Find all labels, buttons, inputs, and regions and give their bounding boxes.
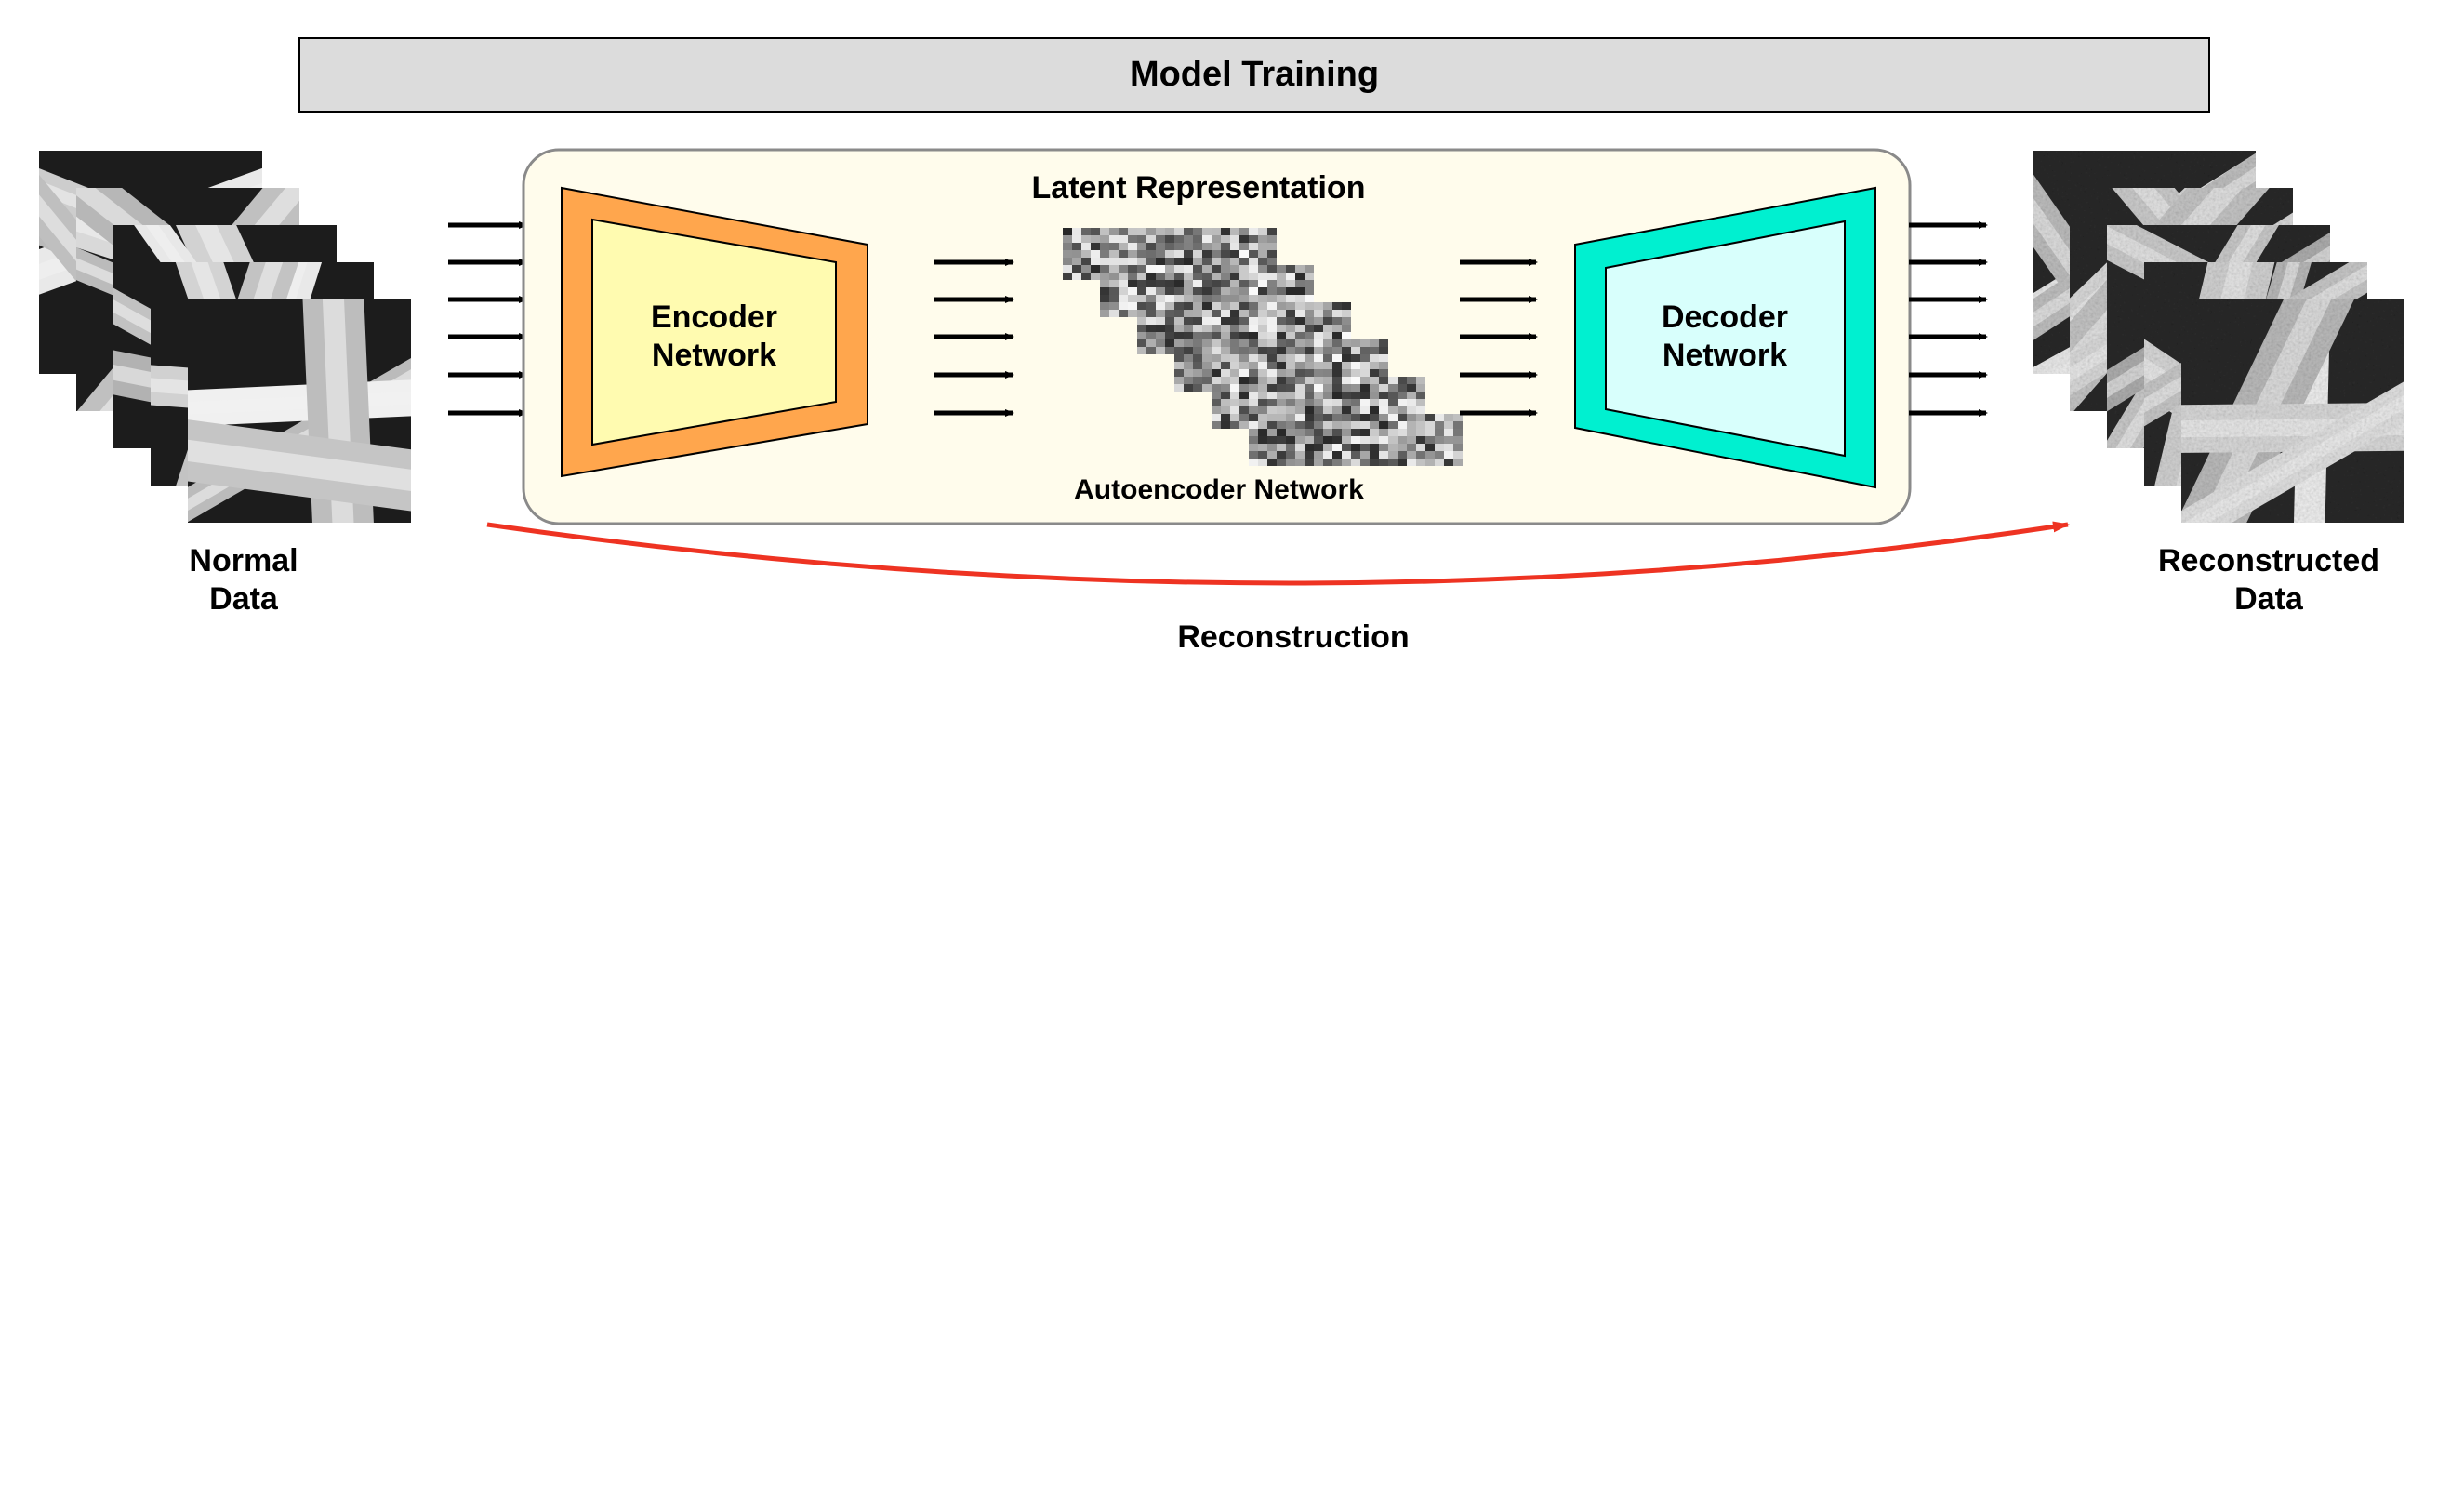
image-tile bbox=[2181, 299, 2404, 523]
normal-data-label-line2: Data bbox=[209, 581, 279, 617]
input-arrows bbox=[448, 221, 528, 417]
output-arrows bbox=[1909, 221, 1988, 417]
image-tile bbox=[188, 299, 411, 523]
decoder-network: Decoder Network bbox=[1574, 186, 1876, 489]
latent-representation-label: Latent Representation bbox=[1032, 170, 1366, 206]
header-title: Model Training bbox=[1130, 55, 1379, 94]
normal-data-stack bbox=[39, 151, 411, 523]
reconstruction-label: Reconstruction bbox=[1177, 619, 1409, 655]
latent-code-strip bbox=[1100, 265, 1314, 317]
normal-data-label-line1: Normal bbox=[189, 543, 298, 579]
encoder-label-line1: Encoder bbox=[651, 299, 777, 335]
latent-code-stack bbox=[1063, 228, 1463, 466]
encoder-network: Encoder Network bbox=[561, 186, 868, 478]
encoder-inner-trapezoid bbox=[591, 218, 837, 446]
latent-to-decoder-arrows bbox=[1460, 259, 1538, 417]
reconstructed-data-label-line1: Reconstructed bbox=[2158, 543, 2379, 579]
decoder-label-line2: Network bbox=[1663, 338, 1787, 373]
decoder-inner-trapezoid bbox=[1605, 220, 1846, 458]
encoder-to-latent-arrows bbox=[934, 259, 1014, 417]
decoder-label-line1: Decoder bbox=[1662, 299, 1788, 335]
reconstructed-data-stack bbox=[2033, 151, 2404, 523]
encoder-label-line2: Network bbox=[652, 338, 776, 373]
header-bar: Model Training bbox=[298, 37, 2210, 113]
header-box bbox=[298, 37, 2210, 113]
autoencoder-network-label: Autoencoder Network bbox=[1074, 474, 1364, 505]
reconstructed-data-label-line2: Data bbox=[2234, 581, 2304, 617]
reconstruction-arrow bbox=[486, 521, 2070, 586]
latent-code-strip bbox=[1249, 414, 1463, 466]
